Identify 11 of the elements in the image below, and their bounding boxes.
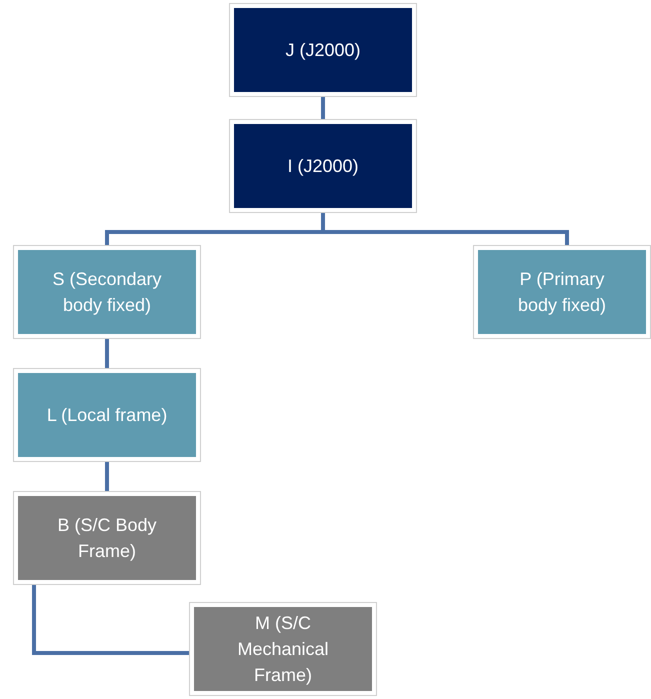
frame-label: J (J2000) <box>285 38 361 62</box>
connector-line <box>321 96 325 120</box>
frame-label: M (S/C Mechanical Frame) <box>236 612 330 688</box>
frame-label: B (S/C Body Frame) <box>56 514 158 563</box>
frame-label: I (J2000) <box>287 154 359 178</box>
frame-label: S (Secondary body fixed) <box>51 268 163 317</box>
connector-line <box>105 338 109 369</box>
connector-line <box>32 584 190 655</box>
frame-label: L (Local frame) <box>46 404 168 427</box>
connector-line <box>105 461 109 492</box>
frame-label: P (Primary body fixed) <box>516 268 608 317</box>
